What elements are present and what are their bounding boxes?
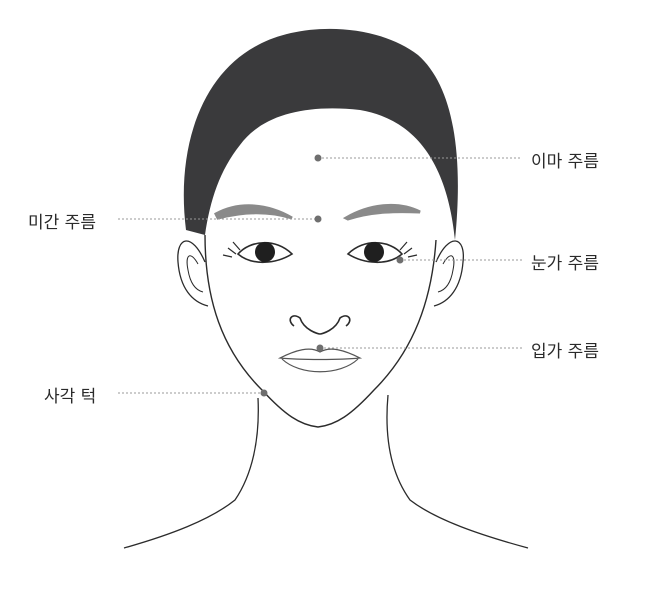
right-ear-inner — [437, 255, 455, 293]
neck-right — [386, 394, 529, 549]
forehead-marker — [314, 154, 322, 162]
upper-lip — [277, 348, 363, 361]
glabella-wrinkle-label: 미간 주름 — [28, 213, 96, 233]
face-outline — [204, 234, 437, 428]
neck-left — [123, 397, 259, 549]
mouth-wrinkle-label: 입가 주름 — [531, 342, 599, 362]
left-ear — [177, 240, 209, 307]
glabella-marker — [314, 215, 322, 223]
eye-marker — [396, 256, 404, 264]
right-lashes — [399, 241, 418, 258]
square-jaw-label: 사각 턱 — [44, 387, 97, 407]
left-eyebrow — [214, 204, 293, 220]
right-ear — [433, 240, 464, 307]
nose — [289, 315, 351, 335]
hair — [183, 28, 458, 240]
right-iris — [364, 242, 384, 262]
left-lashes — [222, 241, 241, 258]
jaw-marker — [260, 389, 268, 397]
lower-lip — [281, 358, 359, 373]
eye-wrinkle-label: 눈가 주름 — [531, 254, 599, 274]
left-ear-inner — [186, 255, 204, 293]
mouth-marker — [316, 344, 324, 352]
forehead-wrinkle-label: 이마 주름 — [531, 152, 599, 172]
left-iris — [255, 242, 275, 262]
right-eyebrow — [342, 203, 421, 221]
